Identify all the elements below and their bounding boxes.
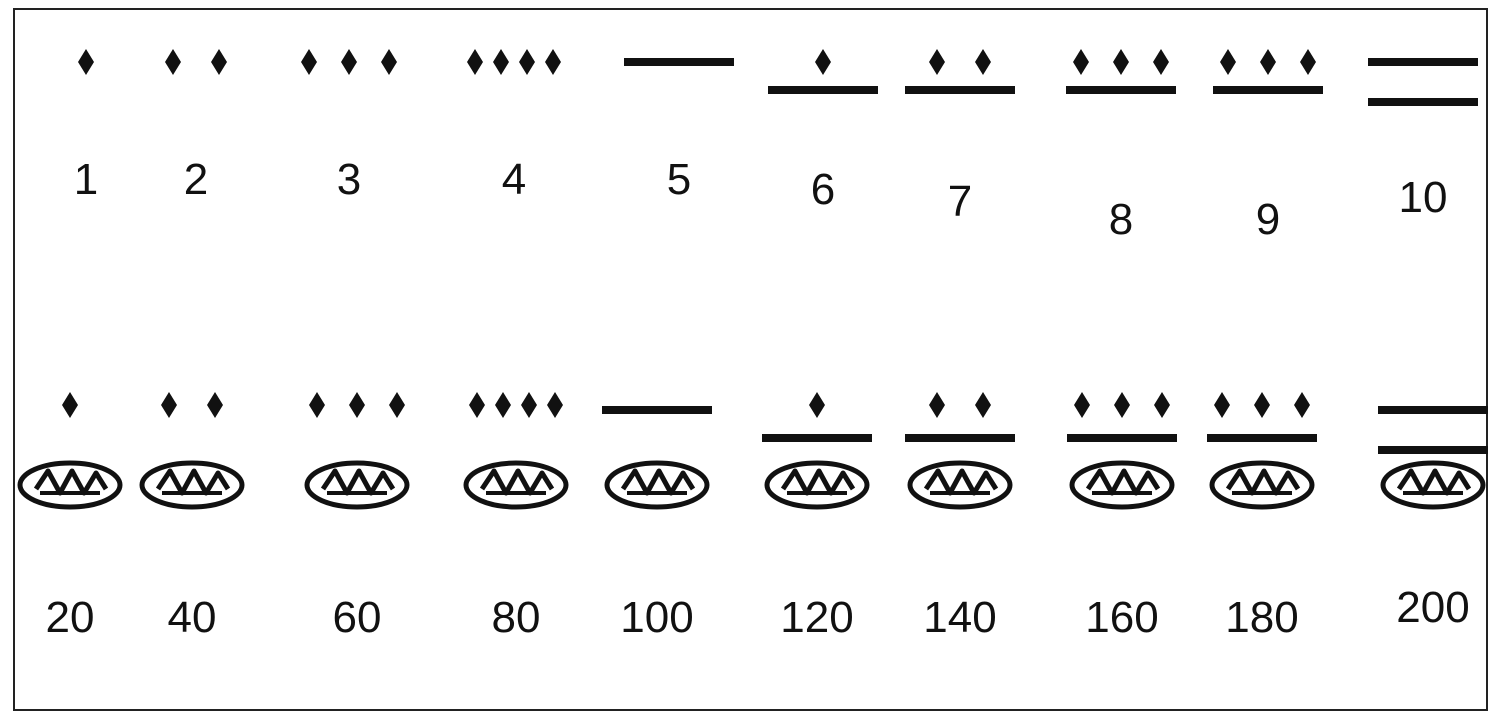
number-label: 80 [492, 596, 541, 640]
number-label: 10 [1399, 176, 1448, 220]
shell-stroke [783, 471, 853, 493]
dot-mark [1214, 392, 1230, 418]
shell-stroke [1228, 471, 1298, 493]
number-label: 20 [46, 596, 95, 640]
dot-mark [929, 49, 945, 75]
number-label: 60 [333, 596, 382, 640]
dot-mark [211, 49, 227, 75]
bar-mark [905, 434, 1015, 442]
number-label: 180 [1225, 596, 1298, 640]
bar-mark [1067, 434, 1177, 442]
dot-mark [389, 392, 405, 418]
number-label: 200 [1396, 586, 1469, 630]
dot-mark [1154, 392, 1170, 418]
bar-mark [1368, 98, 1478, 106]
dot-mark [1260, 49, 1276, 75]
bar-mark [1378, 446, 1488, 454]
dot-mark [1294, 392, 1310, 418]
bar-mark [1213, 86, 1323, 94]
number-label: 160 [1085, 596, 1158, 640]
number-label: 140 [923, 596, 996, 640]
dot-mark [1074, 392, 1090, 418]
dot-mark [1220, 49, 1236, 75]
shell-zero-icon [1212, 463, 1312, 507]
shell-stroke [1399, 471, 1469, 493]
shell-zero-icon [767, 463, 867, 507]
dot-mark [381, 49, 397, 75]
shell-stroke [482, 471, 552, 493]
shell-zero-icon [142, 463, 242, 507]
number-label: 1 [74, 158, 98, 202]
dot-mark [1254, 392, 1270, 418]
number-label: 9 [1256, 198, 1280, 242]
dot-mark [309, 392, 325, 418]
dot-mark [161, 392, 177, 418]
shell-zero-icon [910, 463, 1010, 507]
bar-mark [624, 58, 734, 66]
dot-mark [1114, 392, 1130, 418]
dot-mark [809, 392, 825, 418]
bar-mark [1066, 86, 1176, 94]
bar-mark [602, 406, 712, 414]
shell-zero-icon [1383, 463, 1483, 507]
number-label: 40 [168, 596, 217, 640]
shell-zero-icon [20, 463, 120, 507]
dot-mark [815, 49, 831, 75]
number-label: 8 [1109, 198, 1133, 242]
dot-mark [341, 49, 357, 75]
dot-mark [62, 392, 78, 418]
number-label: 6 [811, 168, 835, 212]
dot-mark [1073, 49, 1089, 75]
bar-mark [1207, 434, 1317, 442]
bar-mark [1368, 58, 1478, 66]
bar-mark [768, 86, 878, 94]
dot-mark [301, 49, 317, 75]
dot-mark [975, 392, 991, 418]
dot-mark [493, 49, 509, 75]
dot-mark [1300, 49, 1316, 75]
dot-mark [165, 49, 181, 75]
shell-stroke [158, 471, 228, 493]
number-label: 7 [948, 180, 972, 224]
bar-mark [905, 86, 1015, 94]
dot-mark [495, 392, 511, 418]
shell-stroke [926, 471, 996, 493]
dot-mark [469, 392, 485, 418]
number-label: 2 [184, 158, 208, 202]
shell-stroke [36, 471, 106, 493]
dot-mark [207, 392, 223, 418]
bar-mark [1378, 406, 1488, 414]
number-label: 3 [337, 158, 361, 202]
number-label: 5 [667, 158, 691, 202]
number-label: 4 [502, 158, 526, 202]
dot-mark [545, 49, 561, 75]
shell-stroke [1088, 471, 1158, 493]
shell-zero-icon [466, 463, 566, 507]
dot-mark [929, 392, 945, 418]
shell-zero-icon [607, 463, 707, 507]
dot-mark [349, 392, 365, 418]
shell-stroke [623, 471, 693, 493]
bar-mark [762, 434, 872, 442]
shell-zero-icon [307, 463, 407, 507]
dot-mark [1153, 49, 1169, 75]
dot-mark [1113, 49, 1129, 75]
dot-mark [975, 49, 991, 75]
dot-mark [519, 49, 535, 75]
number-label: 100 [620, 596, 693, 640]
shell-zero-icon [1072, 463, 1172, 507]
dot-mark [547, 392, 563, 418]
dot-mark [521, 392, 537, 418]
dot-mark [467, 49, 483, 75]
dot-mark [78, 49, 94, 75]
shell-stroke [323, 471, 393, 493]
number-label: 120 [780, 596, 853, 640]
